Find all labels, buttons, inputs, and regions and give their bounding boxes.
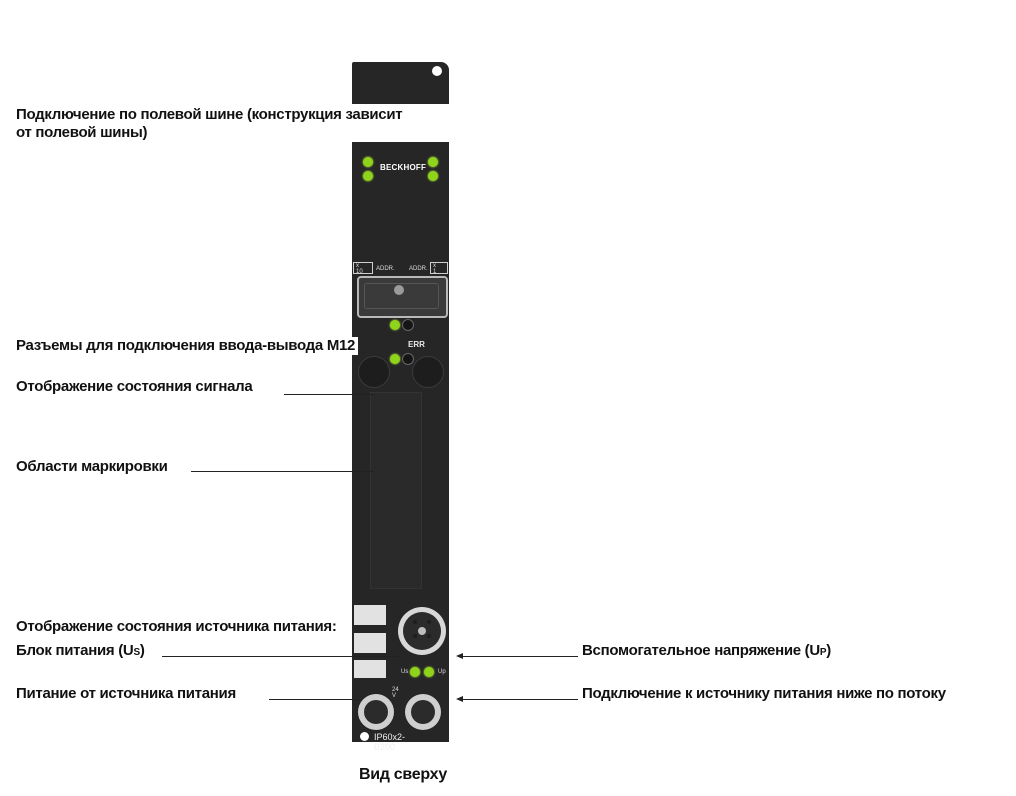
fieldbus-connection-label: Подключение по полевой шине (конструкция…: [16, 106, 406, 142]
m12-connector-right[interactable]: [412, 356, 444, 388]
err-label: ERR: [408, 340, 425, 349]
address-multiplier-right-label: x 1: [433, 263, 437, 275]
signal-status-label: Отображение состояния сигнала: [16, 378, 253, 395]
up-led-label: Up: [438, 669, 446, 675]
up-led: [424, 667, 434, 677]
power-out-connector-inner: [411, 700, 435, 724]
mounting-hole: [432, 66, 442, 76]
address-switch-inner: [364, 283, 439, 309]
address-left-label: ADDR.: [376, 266, 395, 272]
address-right-label: ADDR.: [409, 266, 428, 272]
connector-pin: [413, 620, 417, 624]
marking-areas-label: Области маркировки: [16, 458, 168, 475]
signal-status-leader: [284, 394, 374, 395]
address-switch-screw: [394, 285, 404, 295]
us-led: [410, 667, 420, 677]
connector-pin-center: [418, 627, 426, 635]
fieldbus-label-line-2: от полевой шины): [16, 124, 148, 141]
address-multiplier-left: [353, 262, 373, 274]
connector-pin: [413, 634, 417, 638]
status-led: [363, 157, 373, 167]
power-unit-label: Блок питания (US): [16, 642, 145, 662]
address-multiplier-left-label: x 10: [356, 263, 363, 275]
power-in-connector-inner: [364, 700, 388, 724]
status-led: [428, 157, 438, 167]
port-indicator: [402, 319, 414, 331]
status-led: [363, 171, 373, 181]
marking-label: [354, 605, 386, 625]
signal-led: [390, 354, 400, 364]
aux-voltage-arrowhead: [456, 653, 463, 659]
marking-areas-leader: [191, 471, 374, 472]
port-indicator: [402, 353, 414, 365]
brand-logo: BECKHOFF: [380, 163, 427, 172]
downstream-arrowhead: [456, 696, 463, 702]
marking-label: [354, 660, 386, 678]
caption: Вид сверху: [359, 766, 447, 783]
power-status-label: Отображение состояния источника питания:: [16, 618, 340, 636]
marking-area: [370, 392, 422, 589]
aux-voltage-close: ): [826, 642, 831, 659]
fieldbus-label-line-1: Подключение по полевой шине (конструкция…: [16, 106, 403, 123]
power-unit-close: ): [139, 642, 145, 659]
aux-voltage-text: Вспомогательное напряжение (U: [582, 642, 820, 659]
power-unit-subscript: S: [133, 647, 140, 658]
power-unit-leader: [162, 656, 402, 657]
marking-label: [354, 633, 386, 653]
aux-voltage-leader: [462, 656, 578, 657]
mounting-hole-bottom: [360, 732, 369, 741]
model-label: IP60x2-B200: [374, 732, 406, 752]
address-multiplier-right: [430, 262, 448, 274]
power-supply-leader: [269, 699, 359, 700]
aux-voltage-subscript: P: [819, 647, 827, 658]
downstream-label: Подключение к источнику питания ниже по …: [582, 685, 946, 702]
status-led: [428, 171, 438, 181]
downstream-leader: [462, 699, 578, 700]
power-supply-label: Питание от источника питания: [16, 685, 236, 702]
connector-pin: [427, 634, 431, 638]
us-led-label: Us: [401, 669, 409, 675]
power-unit-text: Блок питания (U: [16, 642, 134, 659]
signal-led: [390, 320, 400, 330]
connector-pin: [427, 620, 431, 624]
m12-connector-left[interactable]: [358, 356, 390, 388]
io-connectors-label: Разъемы для подключения ввода-вывода M12: [16, 337, 359, 355]
aux-voltage-label: Вспомогательное напряжение (UP): [582, 642, 831, 662]
voltage-label: 24 V: [392, 687, 399, 699]
